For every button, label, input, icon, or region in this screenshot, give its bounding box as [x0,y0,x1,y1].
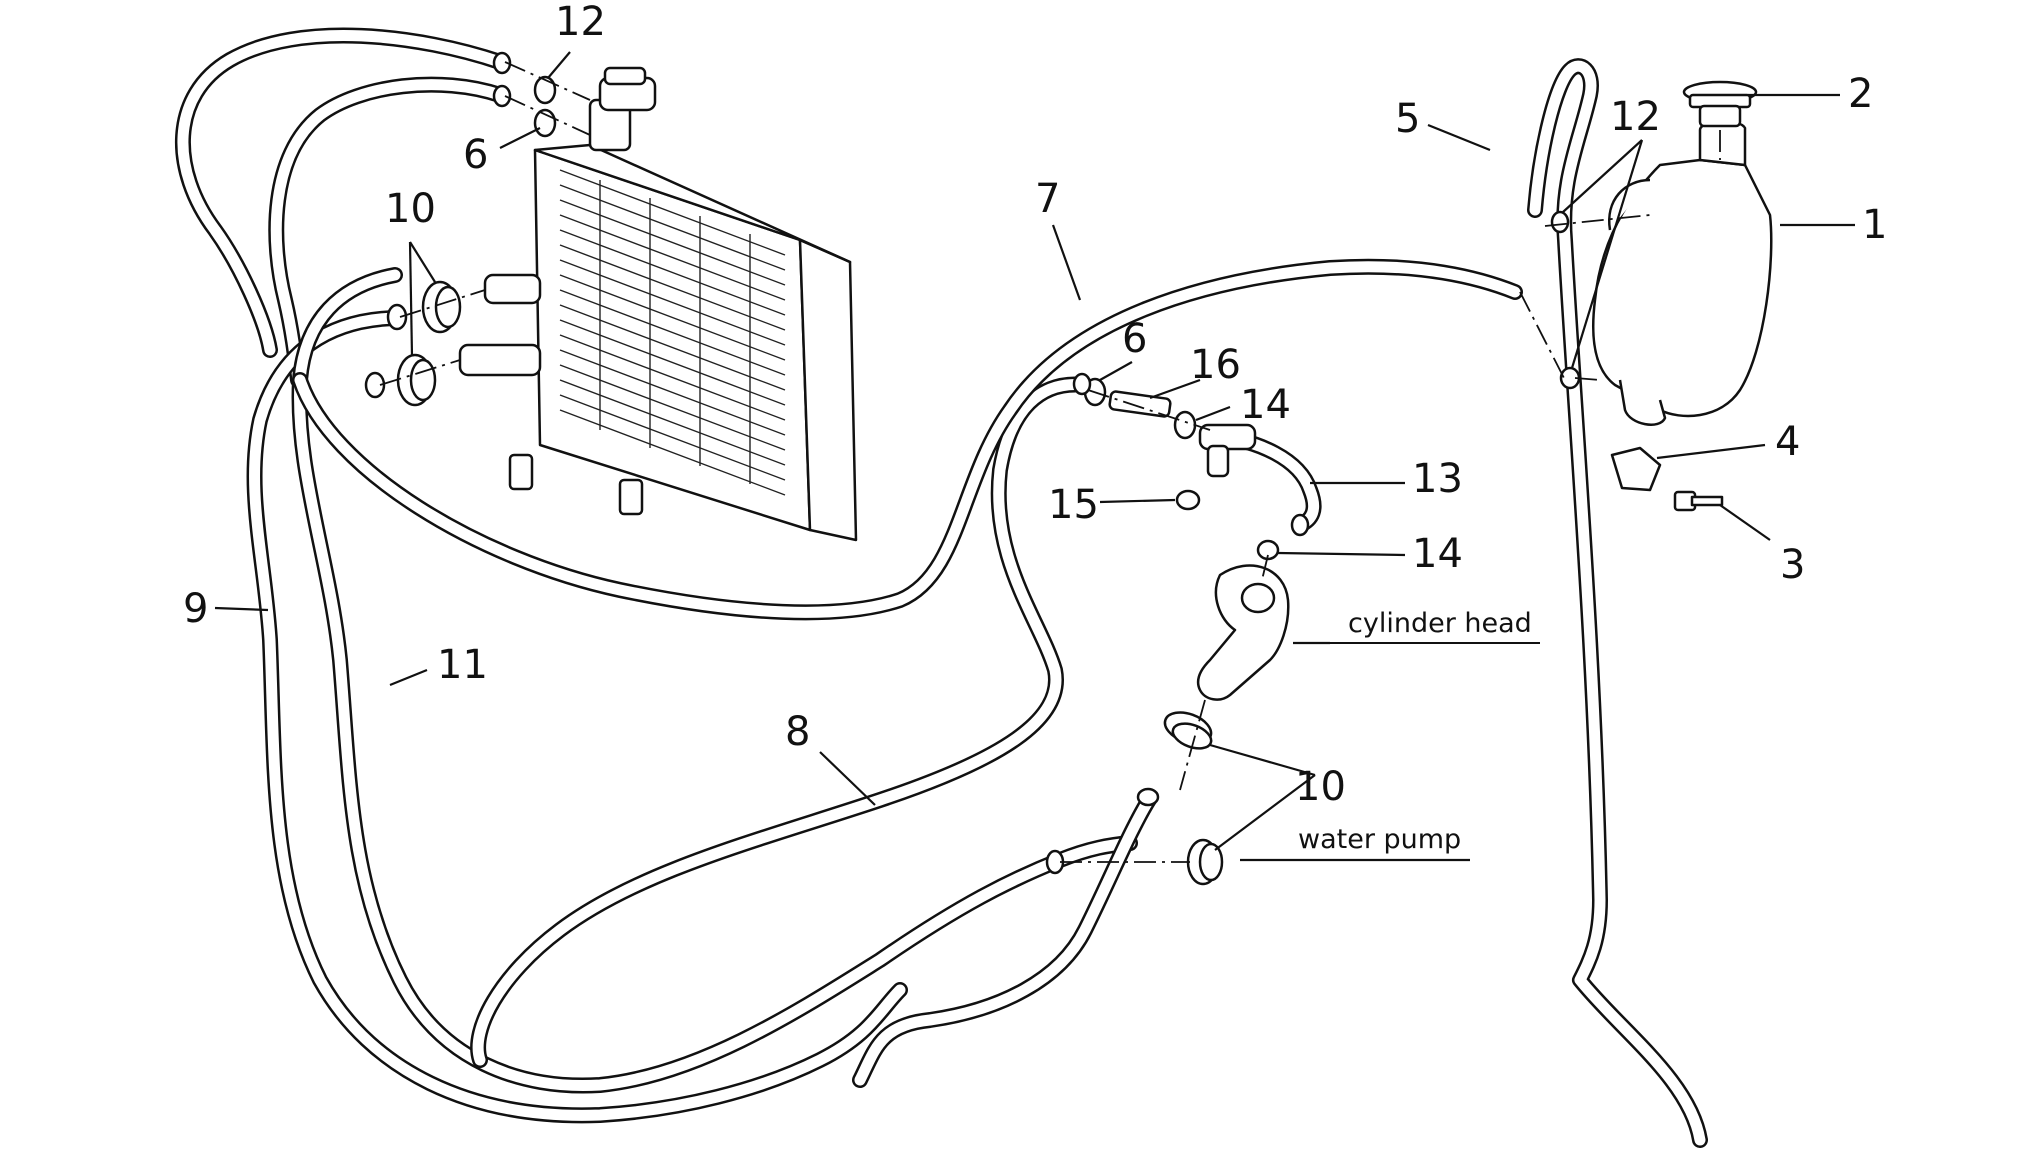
hose-upper-radiator-pair [174,27,508,388]
radiator-fins [559,169,786,496]
hose-7 [292,258,1523,621]
clamp-14-upper [1173,410,1197,440]
callout-14-lower: 14 [1412,531,1463,577]
clamp-12-tank-upper [1550,210,1570,234]
callout-10-radiator: 10 [385,186,436,232]
label-underlines [1240,642,1540,861]
leader-lines [214,51,1855,862]
callout-8: 8 [785,709,810,755]
callout-2: 2 [1848,71,1873,117]
clamp-10-pump-upper [1163,711,1213,750]
callout-13: 13 [1412,456,1463,502]
expansion-tank [1591,120,1773,426]
callout-1: 1 [1862,202,1887,248]
callout-9: 9 [183,586,208,632]
hose-5 [1527,58,1708,1148]
callout-11: 11 [437,642,488,688]
hose-11 [291,267,1138,1094]
radiator [458,66,858,542]
assembly-lines [379,61,1721,863]
hose-ends-radiator [364,51,512,399]
callout-12-tank: 12 [1610,94,1661,140]
tee-fitting [1198,423,1257,478]
clamp-10-left-lower [396,353,437,407]
clamp-15 [1175,489,1201,511]
tank-cap [1682,80,1758,128]
callout-12-radiator: 12 [555,0,606,45]
callout-6-radiator: 6 [463,132,488,178]
callout-4: 4 [1775,419,1800,465]
clamp-14-lower [1256,539,1280,561]
clamp-12-top [533,75,557,105]
callout-7: 7 [1035,176,1060,222]
fitting-16 [1108,390,1172,418]
label-cylinder-head: cylinder head [1348,608,1532,639]
callout-5: 5 [1395,96,1420,142]
callout-3: 3 [1780,542,1805,588]
clamp-10-pump-lower [1186,838,1224,886]
callout-10-pump: 10 [1295,764,1346,810]
hose-9 [246,310,908,1124]
cylinder-head-outlet [1196,564,1290,701]
hose-ends-pump [1045,372,1310,875]
bracket-4 [1610,446,1662,492]
label-water-pump: water pump [1298,824,1461,855]
hose-8 [470,376,1158,1088]
callout-15: 15 [1048,482,1099,528]
callout-14-upper: 14 [1240,382,1291,428]
clamp-10-left-upper [421,280,462,334]
screw-3 [1673,490,1724,512]
callout-16: 16 [1190,342,1241,388]
callout-6-fitting: 6 [1122,316,1147,362]
